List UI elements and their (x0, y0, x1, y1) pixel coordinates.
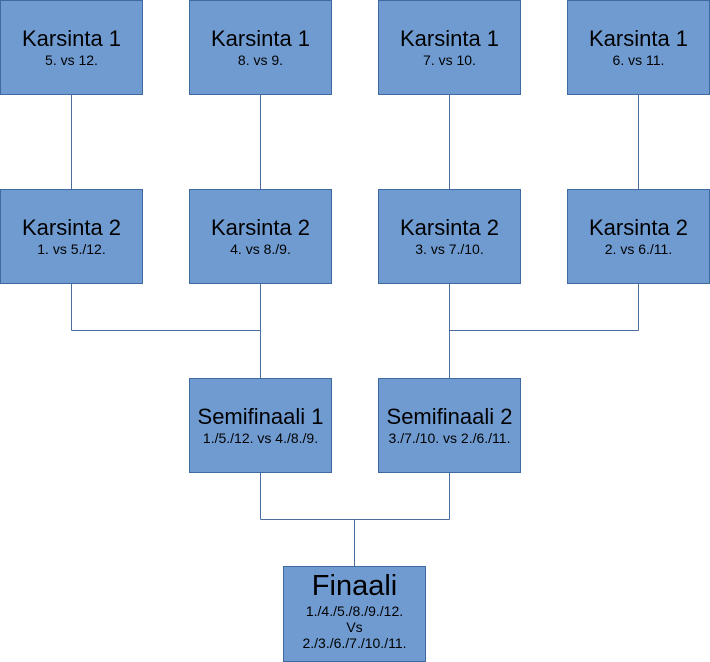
match-title: Karsinta 2 (399, 215, 500, 240)
match-title: Karsinta 1 (588, 26, 689, 51)
match-semifinaali-1: Semifinaali 1 1./5./12. vs 4./8./9. (189, 378, 332, 473)
match-karsinta2-3: Karsinta 2 3. vs 7./10. (378, 189, 521, 284)
match-title: Karsinta 1 (210, 26, 311, 51)
match-title: Karsinta 2 (588, 215, 689, 240)
match-title: Karsinta 1 (21, 26, 122, 51)
match-semifinaali-2: Semifinaali 2 3./7./10. vs 2./6./11. (378, 378, 521, 473)
match-title: Semifinaali 2 (386, 404, 513, 429)
match-karsinta1-1: Karsinta 1 5. vs 12. (0, 0, 143, 95)
match-title: Karsinta 2 (210, 215, 311, 240)
match-karsinta1-3: Karsinta 1 7. vs 10. (378, 0, 521, 95)
match-karsinta2-2: Karsinta 2 4. vs 8./9. (189, 189, 332, 284)
match-title: Karsinta 1 (399, 26, 500, 51)
match-karsinta2-4: Karsinta 2 2. vs 6./11. (567, 189, 710, 284)
final-side-a: 1./4./5./8./9./12. (305, 603, 404, 619)
match-pairing: 7. vs 10. (423, 52, 476, 68)
match-karsinta1-4: Karsinta 1 6. vs 11. (567, 0, 710, 95)
match-pairing: 1. vs 5./12. (37, 241, 106, 257)
final-versus: Vs (346, 619, 363, 635)
match-pairing: 3./7./10. vs 2./6./11. (388, 430, 511, 446)
match-pairing: 3. vs 7./10. (415, 241, 484, 257)
match-pairing: 1./5./12. vs 4./8./9. (202, 430, 319, 446)
match-pairing: 6. vs 11. (612, 52, 665, 68)
match-karsinta1-2: Karsinta 1 8. vs 9. (189, 0, 332, 95)
match-pairing: 2. vs 6./11. (604, 241, 673, 257)
match-pairing: 8. vs 9. (237, 52, 284, 68)
match-pairing: 5. vs 12. (45, 52, 98, 68)
final-title: Finaali (311, 570, 398, 602)
final-side-b: 2./3./6./7./10./11. (302, 635, 407, 651)
match-title: Karsinta 2 (21, 215, 122, 240)
match-finaali: Finaali 1./4./5./8./9./12. Vs 2./3./6./7… (283, 566, 426, 662)
match-title: Semifinaali 1 (197, 404, 324, 429)
match-pairing: 4. vs 8./9. (230, 241, 291, 257)
match-karsinta2-1: Karsinta 2 1. vs 5./12. (0, 189, 143, 284)
